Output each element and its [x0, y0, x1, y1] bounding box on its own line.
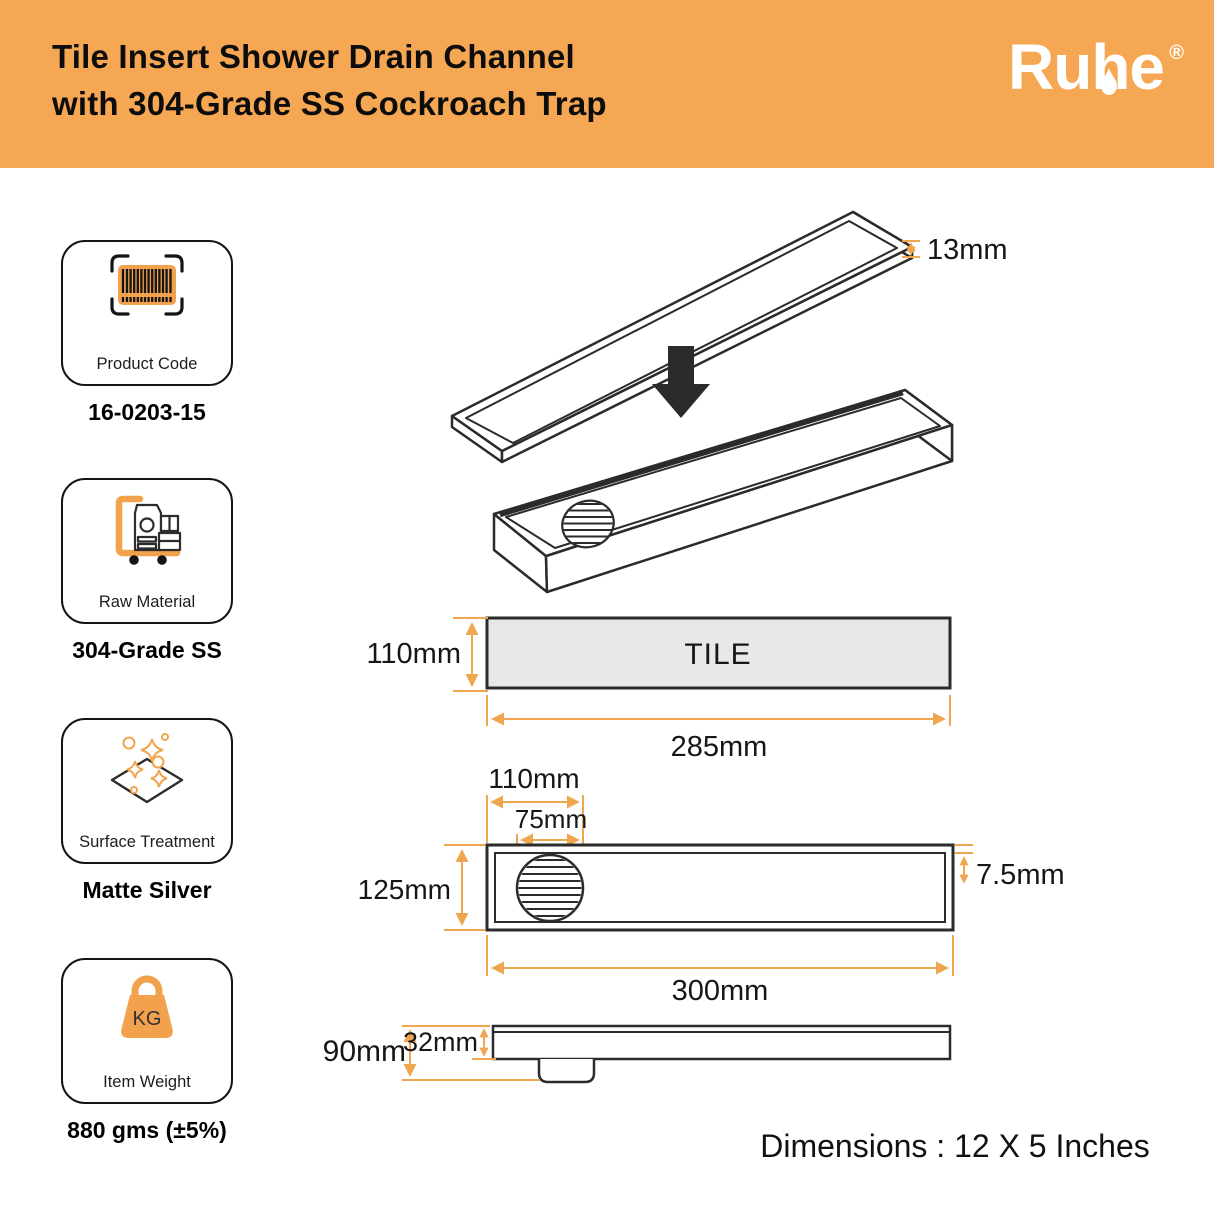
trap-diameter-label: 75mm [515, 804, 587, 834]
dim-125mm: 125mm [358, 844, 485, 931]
tile-insert-frame-isometric [450, 210, 914, 464]
card-label: Product Code [96, 355, 198, 373]
page-title: Tile Insert Shower Drain Channel with 30… [52, 34, 607, 128]
cockroach-trap-hole-isometric [561, 499, 615, 549]
drain-outlet [537, 1059, 596, 1084]
dim-32mm: 32mm [403, 1027, 496, 1060]
trolley-icon [63, 488, 231, 568]
dim-110mm-tile: 110mm [366, 617, 488, 692]
dim-300mm: 300mm [486, 935, 954, 1007]
title-line-2: with 304-Grade SS Cockroach Trap [52, 84, 607, 122]
overall-dimensions-text: Dimensions : 12 X 5 Inches [760, 1128, 1150, 1164]
assembly-arrow-icon [652, 346, 710, 418]
kg-text: KG [133, 1008, 162, 1030]
side-total-height-label: 90mm [323, 1035, 406, 1068]
header-banner: Tile Insert Shower Drain Channel with 30… [0, 0, 1214, 168]
product-code-value: 16-0203-15 [88, 399, 206, 425]
channel-side-view: 90mm 32mm [323, 1024, 952, 1084]
frame-lip-height-label: 13mm [927, 234, 1008, 266]
side-body-height-label: 32mm [403, 1027, 478, 1057]
spec-card-surface-treatment: Surface Treatment Matte Silver [37, 718, 257, 904]
spec-card-product-code: Product Code 16-0203-15 [37, 240, 257, 426]
logo-droplet-icon [1101, 68, 1117, 95]
channel-width-label: 125mm [358, 874, 451, 905]
dim-7-5mm: 7.5mm [955, 844, 1065, 891]
registered-trademark: ® [1169, 42, 1184, 64]
surface-treatment-value: Matte Silver [82, 877, 212, 903]
card-label: Item Weight [103, 1073, 191, 1091]
tile-label: TILE [684, 638, 751, 671]
dim-90mm: 90mm [323, 1025, 540, 1081]
raw-material-value: 304-Grade SS [72, 637, 222, 663]
card-box: KG Item Weight [61, 958, 233, 1104]
channel-length-label: 300mm [672, 975, 769, 1007]
spec-card-raw-material: Raw Material 304-Grade SS [37, 478, 257, 664]
dim-13mm: 13mm [902, 234, 1008, 266]
tile-section-view: TILE 110mm 285mm [366, 616, 952, 763]
card-label: Raw Material [98, 593, 196, 611]
cockroach-trap-hole-top [515, 853, 585, 923]
barcode-icon [63, 250, 231, 320]
brand-logo: Ruhe [1008, 31, 1165, 103]
channel-top-view: 110mm 75mm 125mm [358, 763, 1065, 1007]
spec-card-item-weight: KG Item Weight 880 gms (±5%) [37, 958, 257, 1144]
tile-height-label: 110mm [366, 638, 461, 670]
card-label: Surface Treatment [79, 833, 215, 851]
item-weight-value: 880 gms (±5%) [67, 1117, 227, 1143]
sparkle-diamond-icon [63, 728, 231, 806]
drain-offset-label: 110mm [488, 763, 579, 794]
card-box: Product Code [61, 240, 233, 386]
rim-gap-label: 7.5mm [976, 859, 1065, 891]
tile-width-label: 285mm [671, 731, 768, 763]
card-box: Raw Material [61, 478, 233, 624]
title-line-1: Tile Insert Shower Drain Channel [52, 38, 575, 75]
card-box: Surface Treatment [61, 718, 233, 864]
dim-285mm: 285mm [486, 695, 951, 763]
drain-channel-isometric [492, 388, 954, 594]
weight-icon: KG [63, 968, 231, 1048]
